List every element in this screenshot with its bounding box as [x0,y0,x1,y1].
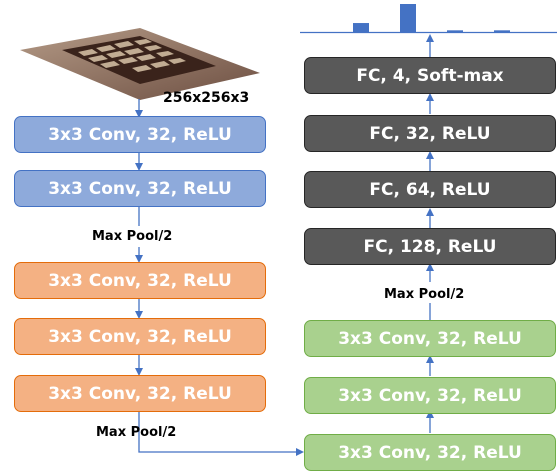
max-pool-label-1: Max Pool/2 [92,229,173,244]
conv-layer-2: 3x3 Conv, 32, ReLU [14,170,266,207]
conv-layer-6: 3x3 Conv, 32, ReLU [304,434,556,471]
conv-layer-7: 3x3 Conv, 32, ReLU [304,377,556,414]
max-pool-label-3: Max Pool/2 [384,287,465,302]
input-image [20,28,260,100]
conv-layer-4: 3x3 Conv, 32, ReLU [14,318,266,355]
output-histogram [353,4,510,32]
histogram-bar-2 [400,4,416,32]
fc-layer-softmax: FC, 4, Soft-max [304,57,556,94]
max-pool-label-2: Max Pool/2 [96,425,177,440]
fc-layer-32: FC, 32, ReLU [304,115,556,152]
fc-layer-128: FC, 128, ReLU [304,228,556,265]
conv-layer-5: 3x3 Conv, 32, ReLU [14,375,266,412]
conv-layer-1: 3x3 Conv, 32, ReLU [14,116,266,153]
conv-layer-3: 3x3 Conv, 32, ReLU [14,262,266,299]
input-size-label: 256x256x3 [163,90,250,106]
histogram-bar-1 [353,23,369,32]
histogram-bar-3 [447,30,463,32]
fc-layer-64: FC, 64, ReLU [304,171,556,208]
histogram-bar-4 [494,30,510,32]
conv-layer-8: 3x3 Conv, 32, ReLU [304,320,556,357]
